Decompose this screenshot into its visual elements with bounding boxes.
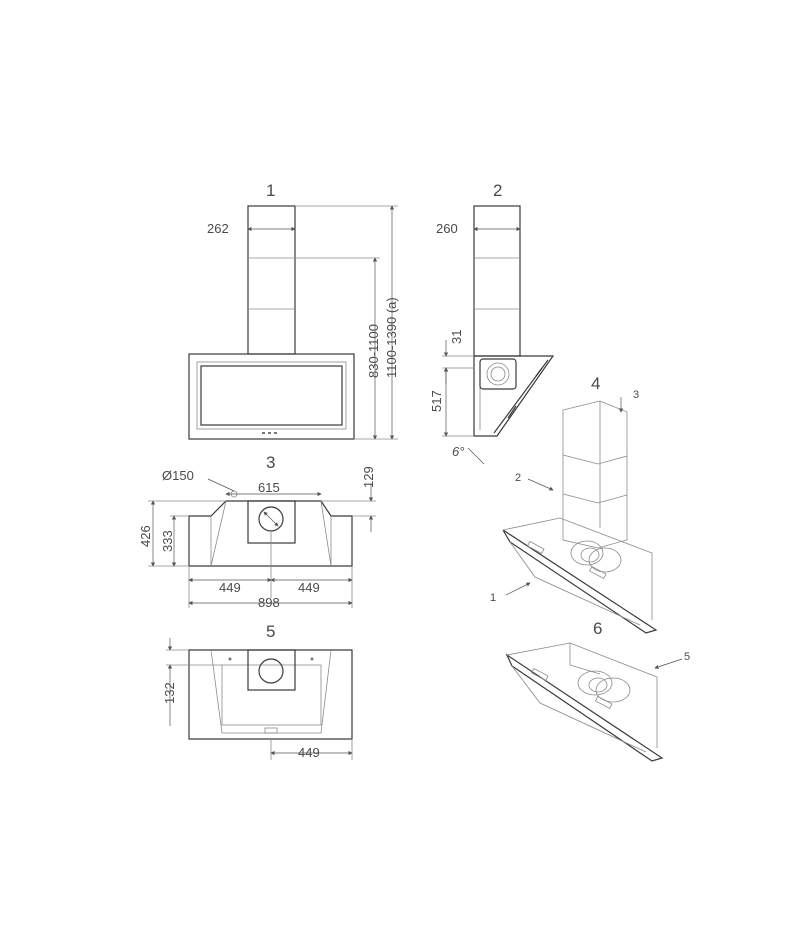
view-4-callout-3: 3 [633, 389, 639, 401]
view-4-callout-2: 2 [515, 472, 521, 484]
view-5-label: 5 [266, 622, 275, 641]
view-3-total-dim: 898 [258, 595, 280, 610]
view-2-label: 2 [493, 181, 502, 200]
view-2-side: 2 260 31 517 6° [429, 181, 555, 465]
view-2-width-dim: 260 [436, 221, 458, 236]
view-3-top-gap-dim: 129 [361, 466, 376, 488]
view-3-top-width-dim: 615 [258, 480, 280, 495]
view-5-half-dim: 449 [298, 745, 320, 760]
view-1-front: 1 262 830-1100 1100-1390 (a) [188, 181, 399, 440]
view-3-top: 3 Ø150 615 129 426 333 449 [138, 453, 376, 610]
view-2-depth-dim: 517 [429, 390, 444, 412]
view-6-label: 6 [593, 619, 602, 638]
view-3-diameter-dim: Ø150 [162, 468, 194, 483]
view-2-offset-dim: 31 [449, 330, 464, 344]
view-3-outer-height-dim: 426 [138, 525, 153, 547]
view-5-height-dim: 132 [162, 682, 177, 704]
view-6-isometric: 6 5 [505, 619, 690, 762]
view-6-callout-5: 5 [684, 651, 690, 663]
view-5-bottom: 5 132 449 [162, 622, 353, 760]
view-3-label: 3 [266, 453, 275, 472]
view-4-callout-1: 1 [490, 592, 496, 604]
view-3-inner-height-dim: 333 [160, 530, 175, 552]
view-3-half-right-dim: 449 [298, 580, 320, 595]
view-1-height-max: 1100-1390 (a) [384, 297, 399, 378]
view-3-half-left-dim: 449 [219, 580, 241, 595]
view-4-label: 4 [591, 374, 600, 393]
view-4-isometric: 4 1 2 3 [490, 374, 658, 634]
view-1-label: 1 [266, 181, 275, 200]
view-1-width-dim: 262 [207, 221, 229, 236]
view-2-angle-dim: 6° [452, 444, 464, 459]
view-1-height-min: 830-1100 [366, 324, 381, 378]
